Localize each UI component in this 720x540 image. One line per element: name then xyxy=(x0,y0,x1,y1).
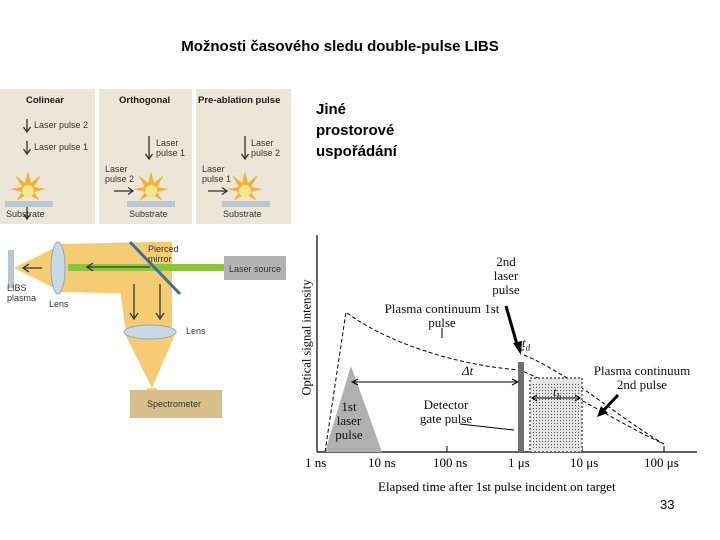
plasma-burst-icon xyxy=(133,171,169,201)
first-pulse-shape xyxy=(325,366,382,452)
spectrometer-box xyxy=(130,390,222,418)
substrate-label: Substrate xyxy=(223,209,262,219)
label-first-pulse: 1st laser pulse xyxy=(335,399,363,442)
substrate xyxy=(222,201,270,207)
y-axis-label: Optical signal intensity xyxy=(299,279,314,396)
label-pulse-2: Laser pulse 2 xyxy=(105,164,135,184)
tick-label: 100 ns xyxy=(433,455,468,470)
label-td: td xyxy=(522,336,530,355)
tick-label: 10 μs xyxy=(570,455,599,470)
substrate xyxy=(5,201,53,207)
th-arrow xyxy=(531,394,581,402)
second-pulse-pointer xyxy=(504,305,520,349)
panel-colinear: Colinear Laser pulse 2 Laser pulse 1 Sub… xyxy=(0,89,95,224)
second-pulse-bar xyxy=(518,362,524,452)
delta-t-arrow xyxy=(350,378,520,386)
label-th: th xyxy=(553,385,561,404)
tick-label: 1 μs xyxy=(508,455,530,470)
arrow-right-icon xyxy=(208,186,229,196)
arrow-down-icon xyxy=(129,284,139,321)
panel-orthogonal: Orthogonal Laser pulse 1 Laser pulse 2 S… xyxy=(99,89,192,224)
spectrometer-label: Spectrometer xyxy=(147,399,202,409)
label-continuum-2: Plasma continuum 2nd pulse xyxy=(593,363,691,392)
side-note-line-2: prostorové xyxy=(316,122,395,139)
slide-title: Možnosti časového sledu double-pulse LIB… xyxy=(181,38,499,55)
side-note-line-3: uspořádání xyxy=(316,143,397,160)
substrate xyxy=(127,201,175,207)
side-note: Jiné prostorové uspořádání xyxy=(316,99,397,162)
arrow-left-icon xyxy=(85,262,150,272)
arrow-right-icon xyxy=(114,186,135,196)
focus-beam xyxy=(124,332,176,388)
panel-title: Orthogonal xyxy=(119,95,171,106)
arrow-down-icon xyxy=(155,284,165,321)
tick-label: 10 ns xyxy=(368,455,396,470)
label-pulse-2: Laser pulse 2 xyxy=(251,138,281,158)
panel-title: Colinear xyxy=(26,95,65,106)
side-note-line-1: Jiné xyxy=(316,101,347,118)
timing-diagram xyxy=(316,235,697,453)
lens-left xyxy=(50,241,66,295)
label-pulse-1: Laser pulse 1 xyxy=(202,164,232,184)
laser-source-box xyxy=(224,256,286,280)
label-detector-gate: Detector gate pulse xyxy=(419,397,473,426)
sample-plate xyxy=(8,250,14,288)
label-pulse-1: Laser pulse 1 xyxy=(34,142,89,152)
pierced-mirror-label: Pierced mirror xyxy=(148,244,179,264)
label-continuum-1: Plasma continuum 1st pulse xyxy=(384,301,500,330)
th-subscript: h xyxy=(556,391,562,402)
td-subscript: d xyxy=(525,342,531,353)
lens-bottom xyxy=(123,324,177,340)
th-symbol: t xyxy=(553,384,557,399)
label-second-pulse: 2nd laser pulse xyxy=(492,254,520,297)
arrow-left-icon xyxy=(21,263,42,273)
arrow-down-icon xyxy=(144,136,154,161)
vertical-beam-left xyxy=(118,276,148,332)
libs-plasma-label: LIBS plasma xyxy=(7,283,37,303)
tick-label: 1 ns xyxy=(305,455,327,470)
plasma-burst-icon xyxy=(227,171,263,201)
optical-setup-diagram xyxy=(8,240,286,418)
lens-bottom-label: Lens xyxy=(186,326,206,336)
lens-left-label: Lens xyxy=(49,299,69,309)
x-axis-label: Elapsed time after 1st pulse incident on… xyxy=(378,479,616,494)
label-pulse-1: Laser pulse 1 xyxy=(156,138,186,158)
pierced-mirror xyxy=(128,240,182,296)
plasma-burst-icon xyxy=(10,171,46,201)
gate-pointer xyxy=(459,423,515,431)
page-number: 33 xyxy=(660,497,675,512)
arrow-down-icon xyxy=(22,141,32,156)
substrate-label: Substrate xyxy=(6,209,45,219)
arrow-down-icon xyxy=(22,119,32,134)
arrow-down-icon xyxy=(22,206,32,221)
substrate-label: Substrate xyxy=(129,209,168,219)
panel-pre-ablation: Pre-ablation pulse Laser pulse 2 Laser p… xyxy=(196,89,291,224)
tick-label: 100 μs xyxy=(644,455,679,470)
arrow-down-icon xyxy=(240,136,250,161)
td-symbol: t xyxy=(522,335,526,350)
laser-source-label: Laser source xyxy=(229,264,282,274)
label-delta-t: Δt xyxy=(462,363,474,378)
continuum-2-pointer xyxy=(600,393,620,414)
panel-title: Pre-ablation pulse xyxy=(198,95,281,106)
label-pulse-2: Laser pulse 2 xyxy=(34,120,89,130)
